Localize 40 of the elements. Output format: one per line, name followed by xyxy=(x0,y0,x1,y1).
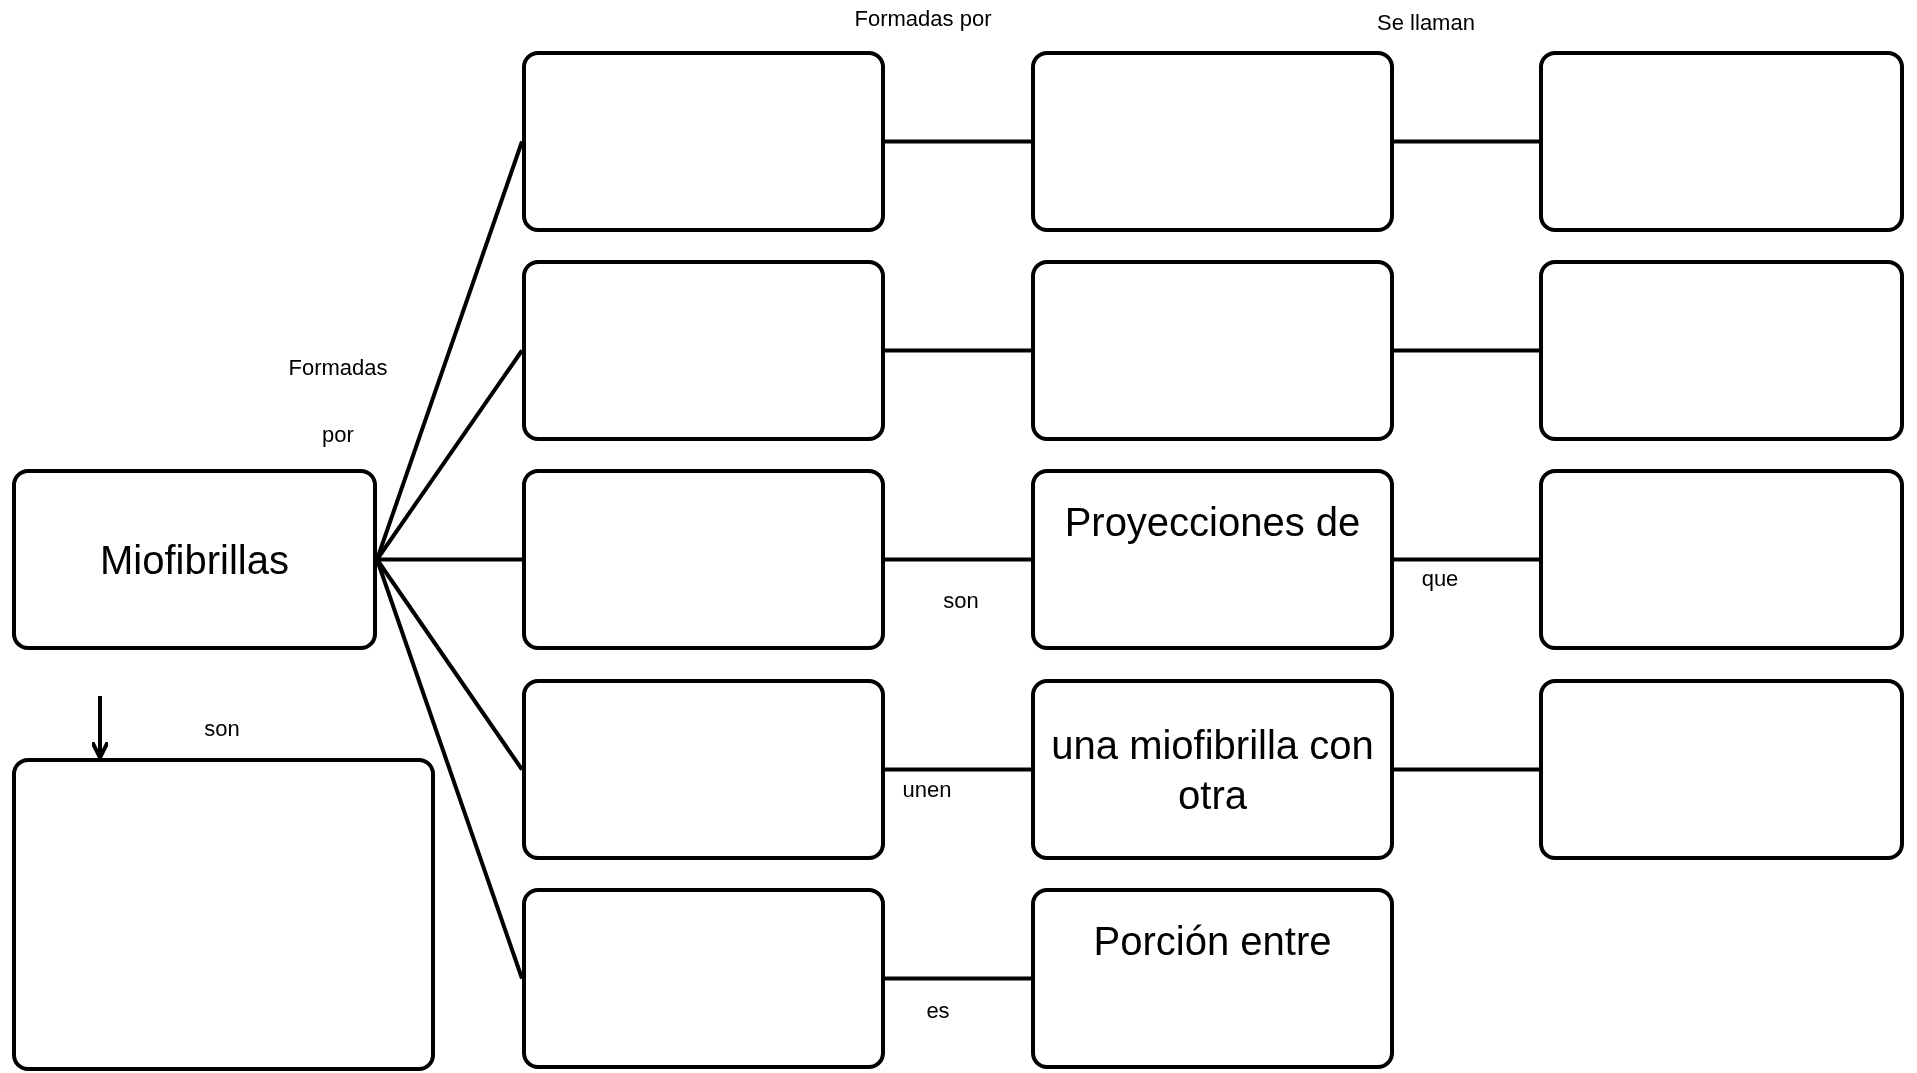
node-text: Proyecciones de xyxy=(1063,499,1362,546)
empty-box xyxy=(12,758,435,1071)
empty-box xyxy=(1539,260,1904,441)
arrow xyxy=(90,696,110,760)
link-word: unen xyxy=(902,777,952,803)
connector-line xyxy=(885,348,1031,353)
link-word: Formadas xyxy=(288,355,388,381)
connector-line xyxy=(1394,139,1539,144)
link-word: Formadas por xyxy=(854,6,992,32)
link-word: son xyxy=(204,716,240,742)
link-word: por xyxy=(322,422,354,448)
empty-box xyxy=(1031,260,1394,441)
concept-box xyxy=(12,469,377,650)
link-word: Se llaman xyxy=(1377,10,1475,36)
empty-box xyxy=(1539,679,1904,860)
node-text: Miofibrillas xyxy=(99,536,290,584)
connector-line xyxy=(1394,557,1539,562)
empty-box xyxy=(522,888,885,1069)
connector-line xyxy=(1394,348,1539,353)
concept-box xyxy=(1031,679,1394,860)
connector-line xyxy=(377,557,522,562)
empty-box xyxy=(1031,51,1394,232)
empty-box xyxy=(1539,469,1904,650)
connector-line xyxy=(885,767,1031,772)
connector-line xyxy=(1394,767,1539,772)
empty-box xyxy=(522,51,885,232)
concept-box xyxy=(1031,469,1394,650)
connector-line xyxy=(885,139,1031,144)
link-word: que xyxy=(1421,566,1459,592)
node-text: Porción entre xyxy=(1092,918,1333,965)
concept-box xyxy=(1031,888,1394,1069)
connector-line xyxy=(885,557,1031,562)
empty-box xyxy=(522,469,885,650)
node-text: una miofibrilla con otra xyxy=(1050,721,1375,819)
empty-box xyxy=(522,679,885,860)
link-word: es xyxy=(926,998,950,1024)
empty-box xyxy=(522,260,885,441)
connector-line xyxy=(885,976,1031,981)
empty-box xyxy=(1539,51,1904,232)
link-word: son xyxy=(943,588,979,614)
